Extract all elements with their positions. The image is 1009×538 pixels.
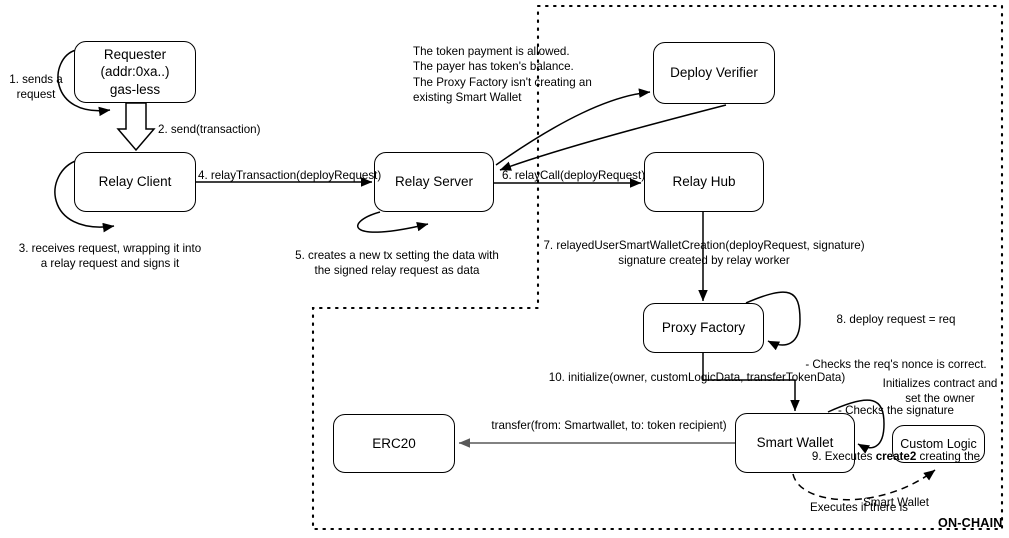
label-step-9-line1: 9. Executes create2 creating the <box>788 449 1004 464</box>
node-deploy-verifier[interactable]: Deploy Verifier <box>653 42 775 104</box>
label-step-8-line2: - Checks the req's nonce is correct. <box>805 358 987 372</box>
node-requester[interactable]: Requester (addr:0xa..) gas-less <box>74 41 196 103</box>
node-requester-line3: gas-less <box>109 81 161 97</box>
arrow-proxy-factory-to-smart-wallet <box>702 353 800 412</box>
label-step-7: 7. relayedUserSmartWalletCreation(deploy… <box>543 239 865 268</box>
node-erc20[interactable]: ERC20 <box>333 414 455 473</box>
label-step-8-line3: - Checks the signature <box>838 404 954 418</box>
label-initializes-note: Initializes contract and set the owner <box>882 377 998 406</box>
label-step-1: 1. sends a request <box>9 73 63 102</box>
node-relay-client-label: Relay Client <box>98 174 172 190</box>
label-transfer: transfer(from: Smartwallet, to: token re… <box>491 419 727 432</box>
label-step-5: 5. creates a new tx setting the data wit… <box>295 249 499 278</box>
label-on-chain: ON-CHAIN <box>938 516 1003 530</box>
label-step-8-9: 8. deploy request = req - Checks the req… <box>788 281 1004 538</box>
arrow-relay-server-self <box>357 211 429 233</box>
label-step-10: 10. initialize(owner, customLogicData, t… <box>548 371 846 384</box>
label-step-6: 6. relayCall(deployRequest) <box>502 169 646 182</box>
arrow-smart-wallet-self <box>827 399 885 454</box>
node-requester-line1: Requester <box>103 47 167 63</box>
label-step-4: 4. relayTransaction(deployRequest) <box>198 169 382 182</box>
node-custom-logic[interactable]: Custom Logic <box>892 425 985 463</box>
label-deploy-verifier-note: The token payment is allowed. The payer … <box>413 45 592 104</box>
label-step-8-line1: 8. deploy request = req <box>836 312 956 326</box>
label-step-9-create2: create2 <box>875 450 917 464</box>
node-proxy-factory-label: Proxy Factory <box>661 320 746 336</box>
node-erc20-label: ERC20 <box>372 435 416 451</box>
node-relay-hub[interactable]: Relay Hub <box>644 152 764 212</box>
node-relay-server-label: Relay Server <box>394 174 474 190</box>
node-requester-line2: (addr:0xa..) <box>100 64 170 80</box>
node-custom-logic-label: Custom Logic <box>900 437 977 451</box>
node-smart-wallet-label: Smart Wallet <box>756 435 834 451</box>
node-proxy-factory[interactable]: Proxy Factory <box>643 303 764 353</box>
on-chain-border <box>311 4 1004 531</box>
label-step-3: 3. receives request, wrapping it into a … <box>18 242 202 271</box>
arrow-proxy-factory-self <box>745 291 801 351</box>
label-step-9-pre: 9. Executes <box>811 450 876 464</box>
arrow-requester-self <box>57 49 111 117</box>
arrow-relay-server-to-deploy-verifier <box>495 88 651 166</box>
label-step-9-line2: Smart Wallet <box>863 496 929 510</box>
arrow-relay-client-self <box>54 159 115 233</box>
node-relay-server[interactable]: Relay Server <box>374 152 494 212</box>
node-relay-client[interactable]: Relay Client <box>74 152 196 212</box>
node-smart-wallet[interactable]: Smart Wallet <box>735 413 855 473</box>
arrow-smart-wallet-to-custom-logic <box>792 469 936 501</box>
label-executes-note: Executes if there is <box>810 501 908 514</box>
arrow-requester-to-relay-client <box>116 102 156 152</box>
label-step-9-post: creating the <box>916 450 981 464</box>
arrow-deploy-verifier-to-relay-server <box>499 104 727 171</box>
node-relay-hub-label: Relay Hub <box>672 174 736 190</box>
label-step-2: 2. send(transaction) <box>158 123 261 136</box>
node-deploy-verifier-label: Deploy Verifier <box>670 65 758 81</box>
